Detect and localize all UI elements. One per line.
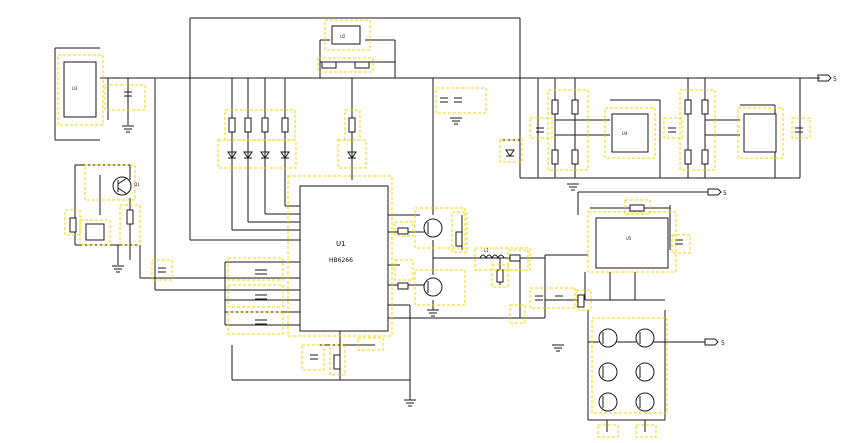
transistor-block: Q1: [79, 164, 140, 246]
ic-top: U2: [324, 19, 371, 51]
led-array: [217, 139, 367, 169]
ic-u1-ref: U1: [336, 240, 346, 248]
h-bridge-mosfets: [591, 317, 668, 414]
q1-ref: Q1: [134, 182, 140, 187]
ic-u5: U5: [587, 211, 677, 273]
ic-u1-part: HB6266: [329, 257, 353, 264]
off-page-connector-2: 5: [705, 188, 727, 197]
off-page-connector-1: 5: [800, 74, 837, 83]
inductor-l1: L1: [474, 247, 531, 271]
capacitor-group: [124, 91, 803, 360]
rectifier-diode: [499, 139, 523, 163]
connector-3-label: 5: [721, 340, 725, 347]
ic-left: U3: [57, 54, 104, 126]
ic-u2-ref: U2: [340, 34, 346, 39]
ic-u5-ref: U5: [626, 236, 632, 241]
ic-right-b: [737, 107, 784, 159]
connector-1-label: 5: [833, 76, 837, 83]
resistor-group: [69, 61, 709, 370]
ic-u3-ref: U3: [72, 86, 78, 91]
ic-u4-ref: U4: [622, 131, 628, 136]
off-page-connector-3: 5: [704, 338, 725, 347]
ic-u1: U1 HB6266: [287, 175, 393, 337]
connector-2-label: 5: [723, 190, 727, 197]
ground-symbols: [112, 117, 579, 407]
mosfet-pair: [397, 207, 466, 306]
inductor-ref: L1: [484, 248, 489, 253]
ic-right-a: U4: [604, 107, 656, 159]
component-highlight-boxes: [64, 57, 811, 438]
